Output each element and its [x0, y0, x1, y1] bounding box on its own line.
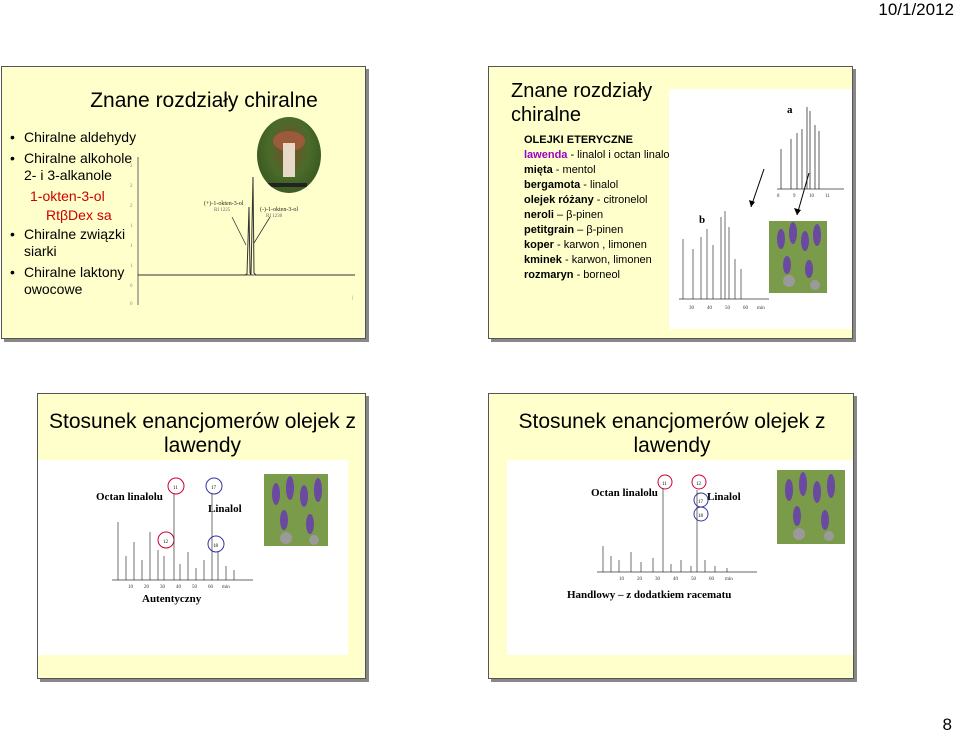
svg-text:18: 18: [698, 514, 704, 519]
bullet-list: Chiralne aldehydy Chiralne alkohole 2- i…: [10, 129, 142, 302]
oil-bergamot: bergamota - linalol: [524, 179, 619, 191]
svg-text:10: 10: [619, 577, 625, 582]
svg-text:min: min: [222, 585, 230, 590]
bullet-lactones: Chiralne laktony owocowe: [10, 264, 142, 298]
svg-text:17: 17: [211, 486, 217, 491]
slide-essential-oils: Znane rozdziały chiralne OLEJKI ETERYCZN…: [488, 66, 853, 339]
svg-text:60: 60: [743, 306, 749, 311]
slide-title: Znane rozdziały chiralne: [90, 89, 318, 112]
peak-label-plus: (+)-1-okten-3-ol: [204, 200, 244, 207]
label-linalyl-acetate: Octan linalolu: [591, 487, 658, 499]
bullet-alcohols: Chiralne alkohole 2- i 3-alkanole: [10, 150, 142, 184]
svg-text:8: 8: [777, 194, 780, 199]
caption-commercial: Handlowy – z dodatkiem racematu: [567, 589, 731, 601]
label-linalool: Linalol: [208, 503, 242, 515]
svg-text:20: 20: [637, 577, 643, 582]
svg-text:60: 60: [208, 585, 214, 590]
svg-text:50: 50: [192, 585, 198, 590]
bullet-sulfur: Chiralne związki siarki: [10, 226, 142, 260]
oil-petitgrain: petitgrain – β-pinen: [524, 224, 624, 236]
bullet-aldehydes: Chiralne aldehydy: [10, 129, 142, 146]
chromatogram-authentic-figure: Octan linalolu Linalol 11 17 12 18: [38, 460, 348, 655]
slide-title: Stosunek enancjomerów olejek z lawendy: [518, 410, 826, 457]
peak-ri-plus: RI 1225: [214, 208, 231, 213]
oil-rose: olejek różany - citronelol: [524, 194, 648, 206]
svg-text:2: 2: [130, 204, 133, 209]
oils-heading: OLEJKI ETERYCZNE: [524, 134, 633, 146]
oil-neroli: neroli – β-pinen: [524, 209, 604, 221]
svg-text:11: 11: [173, 486, 178, 491]
slide-title: Stosunek enancjomerów olejek z lawendy: [48, 410, 356, 457]
oil-dill: koper - karwon , limonen: [524, 239, 647, 251]
label-b: b: [699, 214, 705, 226]
mushroom-photo: [257, 117, 321, 193]
svg-text:12: 12: [163, 540, 169, 545]
svg-text:30: 30: [160, 585, 166, 590]
oil-rosemary: rozmaryn - borneol: [524, 269, 621, 281]
svg-text:2: 2: [130, 184, 133, 189]
svg-text:9: 9: [793, 194, 796, 199]
label-linalyl-acetate: Octan linalolu: [96, 491, 163, 503]
svg-text:40: 40: [176, 585, 182, 590]
oil-lavender: lawenda - linalol i octan linalolu: [524, 149, 679, 161]
svg-text:min: min: [757, 306, 765, 311]
caption-authentic: Autentyczny: [142, 593, 202, 605]
svg-text:30: 30: [655, 577, 661, 582]
svg-text:min: min: [725, 577, 733, 582]
svg-text:10: 10: [809, 194, 815, 199]
svg-text:18: 18: [213, 544, 219, 549]
svg-text:50: 50: [725, 306, 731, 311]
page-number: 8: [942, 715, 952, 734]
label-a: a: [787, 104, 793, 116]
chromatogram-commercial-figure: Octan linalolu Linalol 11 12 17 18 10 20: [507, 460, 853, 655]
svg-text:30: 30: [689, 306, 695, 311]
svg-text:|: |: [352, 296, 353, 301]
svg-text:12: 12: [696, 482, 702, 487]
svg-text:17: 17: [698, 500, 704, 505]
slide-enantiomer-ratio-authentic: Stosunek enancjomerów olejek z lawendy O…: [37, 393, 366, 679]
chromatograms-figure: a 8 9 10 11 b: [669, 89, 852, 329]
sub-column: RtβDex sa: [46, 207, 112, 223]
sub-octenol: 1-okten-3-ol: [30, 188, 105, 204]
svg-text:11: 11: [825, 194, 830, 199]
label-linalool: Linalol: [707, 491, 741, 503]
essential-oils-list: OLEJKI ETERYCZNE lawenda - linalol i oct…: [524, 133, 684, 283]
svg-text:40: 40: [707, 306, 713, 311]
svg-text:50: 50: [691, 577, 697, 582]
oil-mint: mięta - mentol: [524, 164, 596, 176]
svg-text:0: 0: [130, 302, 133, 307]
slide-title: Znane rozdziały chiralne: [511, 80, 653, 126]
svg-text:20: 20: [144, 585, 150, 590]
svg-text:60: 60: [709, 577, 715, 582]
slide-enantiomer-ratio-commercial: Stosunek enancjomerów olejek z lawendy O…: [488, 393, 854, 679]
date: 10/1/2012: [878, 0, 954, 19]
svg-text:11: 11: [662, 482, 667, 487]
svg-text:40: 40: [673, 577, 679, 582]
peak-ri-minus: RI 1230: [266, 214, 283, 219]
svg-text:10: 10: [128, 585, 134, 590]
peak-label-minus: (-)-1-okten-3-ol: [260, 206, 298, 213]
oil-caraway: kminek - karwon, limonen: [524, 254, 652, 266]
